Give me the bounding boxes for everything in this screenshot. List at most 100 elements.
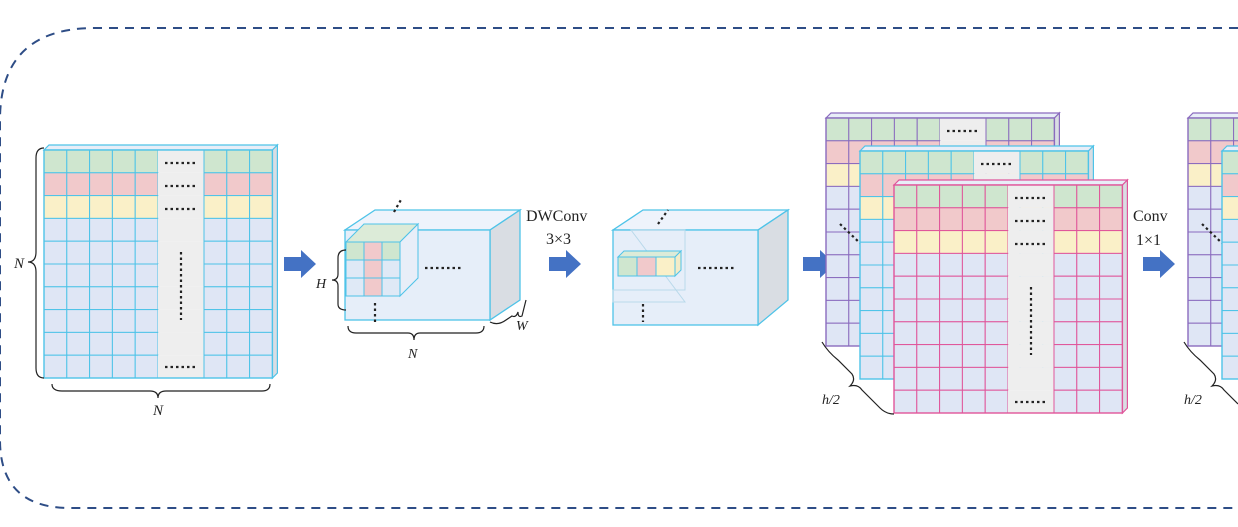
grid-cell [111, 240, 136, 265]
grid-cell [1187, 277, 1212, 301]
n-cube-brace [347, 325, 485, 341]
grid-cell [89, 309, 113, 333]
grid-cell [939, 366, 963, 391]
grid-cell [859, 310, 884, 334]
grid-cell [893, 230, 918, 254]
grid-cell [893, 207, 918, 232]
grid-cell [916, 275, 941, 300]
grid-cell [1076, 275, 1101, 300]
grid-cell [1076, 389, 1101, 414]
grid-cell [893, 344, 918, 368]
grid-cell [134, 172, 159, 197]
grid-cell [1053, 275, 1078, 300]
grid-cell [1210, 117, 1235, 142]
grid-cell [203, 240, 228, 265]
grid-cell [1099, 207, 1123, 232]
grid-cell [1099, 389, 1123, 414]
grid-cell [111, 149, 136, 174]
grid-cell [1076, 207, 1101, 232]
grid-cell [158, 195, 204, 219]
grid-cell [984, 275, 1009, 300]
grid-cell [134, 354, 159, 379]
h-brace [331, 249, 347, 311]
grid-cell [89, 217, 113, 242]
n-left-label: N [13, 256, 25, 272]
vector-cell [617, 256, 638, 277]
grid-cell [984, 321, 1009, 346]
grid-cell [203, 149, 228, 174]
grid-cell [1019, 150, 1044, 175]
input-feature-grid [42, 143, 279, 380]
grid-cell [226, 331, 251, 356]
kernel-cell [381, 259, 401, 279]
grid-cell [111, 217, 136, 242]
grid-cell [893, 275, 918, 300]
grid-cell [1008, 367, 1054, 391]
grid-cell [249, 240, 273, 265]
grid-cell [848, 117, 873, 142]
h-label: H [315, 277, 327, 292]
grid-cell [158, 172, 204, 196]
grid-cell [961, 298, 986, 323]
grid-cell [226, 263, 251, 288]
grid-cell [1053, 321, 1078, 346]
grid-cell [916, 321, 941, 346]
n-bottom-label: N [152, 403, 164, 419]
grid-cell [825, 117, 850, 142]
grid-cell [916, 117, 941, 142]
grid-cell [1221, 355, 1238, 380]
conv-size-label: 1×1 [1136, 232, 1161, 249]
grid-cell [950, 150, 975, 175]
grid-cell [158, 150, 204, 173]
kernel-cell [363, 277, 383, 297]
grid-cell [961, 321, 986, 346]
grid-cell [66, 172, 91, 197]
grid-cell [939, 275, 963, 300]
grid-cell [111, 263, 136, 288]
grid-cell [974, 151, 1020, 174]
grid-cell [66, 331, 91, 356]
grid-cell [1187, 185, 1212, 210]
h2-brace-right [1183, 341, 1238, 405]
grid-cell [89, 149, 113, 174]
grid-cell [203, 309, 228, 333]
grid-cell [43, 149, 68, 174]
grid-cell [984, 344, 1009, 368]
grid-cell [43, 354, 68, 379]
grid-cell [1187, 117, 1212, 142]
dwconv-output-cube [610, 208, 791, 327]
grid-cell [1076, 252, 1101, 277]
grid-cell [1221, 196, 1238, 220]
grid-cell [984, 298, 1009, 323]
grid-cell [940, 118, 986, 141]
grid-cell [893, 184, 918, 209]
grid-cell [1076, 321, 1101, 346]
grid-cell [203, 354, 228, 379]
stacked-feature-maps [824, 111, 1129, 415]
grid-cell [1065, 150, 1089, 175]
grid-cell [203, 263, 228, 288]
grid-cell [111, 309, 136, 333]
channel-vector [616, 249, 683, 278]
grid-cell [859, 355, 884, 380]
grid-cell [1099, 230, 1123, 254]
grid-cell [1076, 344, 1101, 368]
right-arrow-icon [1143, 250, 1175, 278]
grid-cell [961, 230, 986, 254]
grid-cell [893, 298, 918, 323]
grid-cell [939, 298, 963, 323]
grid-cell [893, 389, 918, 414]
grid-cell [825, 254, 850, 279]
grid-cell [134, 240, 159, 265]
kernel-cell [363, 259, 383, 279]
bottom-brace [51, 383, 271, 399]
grid-cell [249, 195, 273, 219]
grid-cell [893, 252, 918, 277]
w-brace [489, 299, 527, 325]
grid-cell [158, 218, 204, 242]
grid-cell [916, 230, 941, 254]
grid-cell [249, 286, 273, 311]
grid-cell [1008, 207, 1054, 231]
grid-cell [893, 321, 918, 346]
grid-cell [89, 354, 113, 379]
